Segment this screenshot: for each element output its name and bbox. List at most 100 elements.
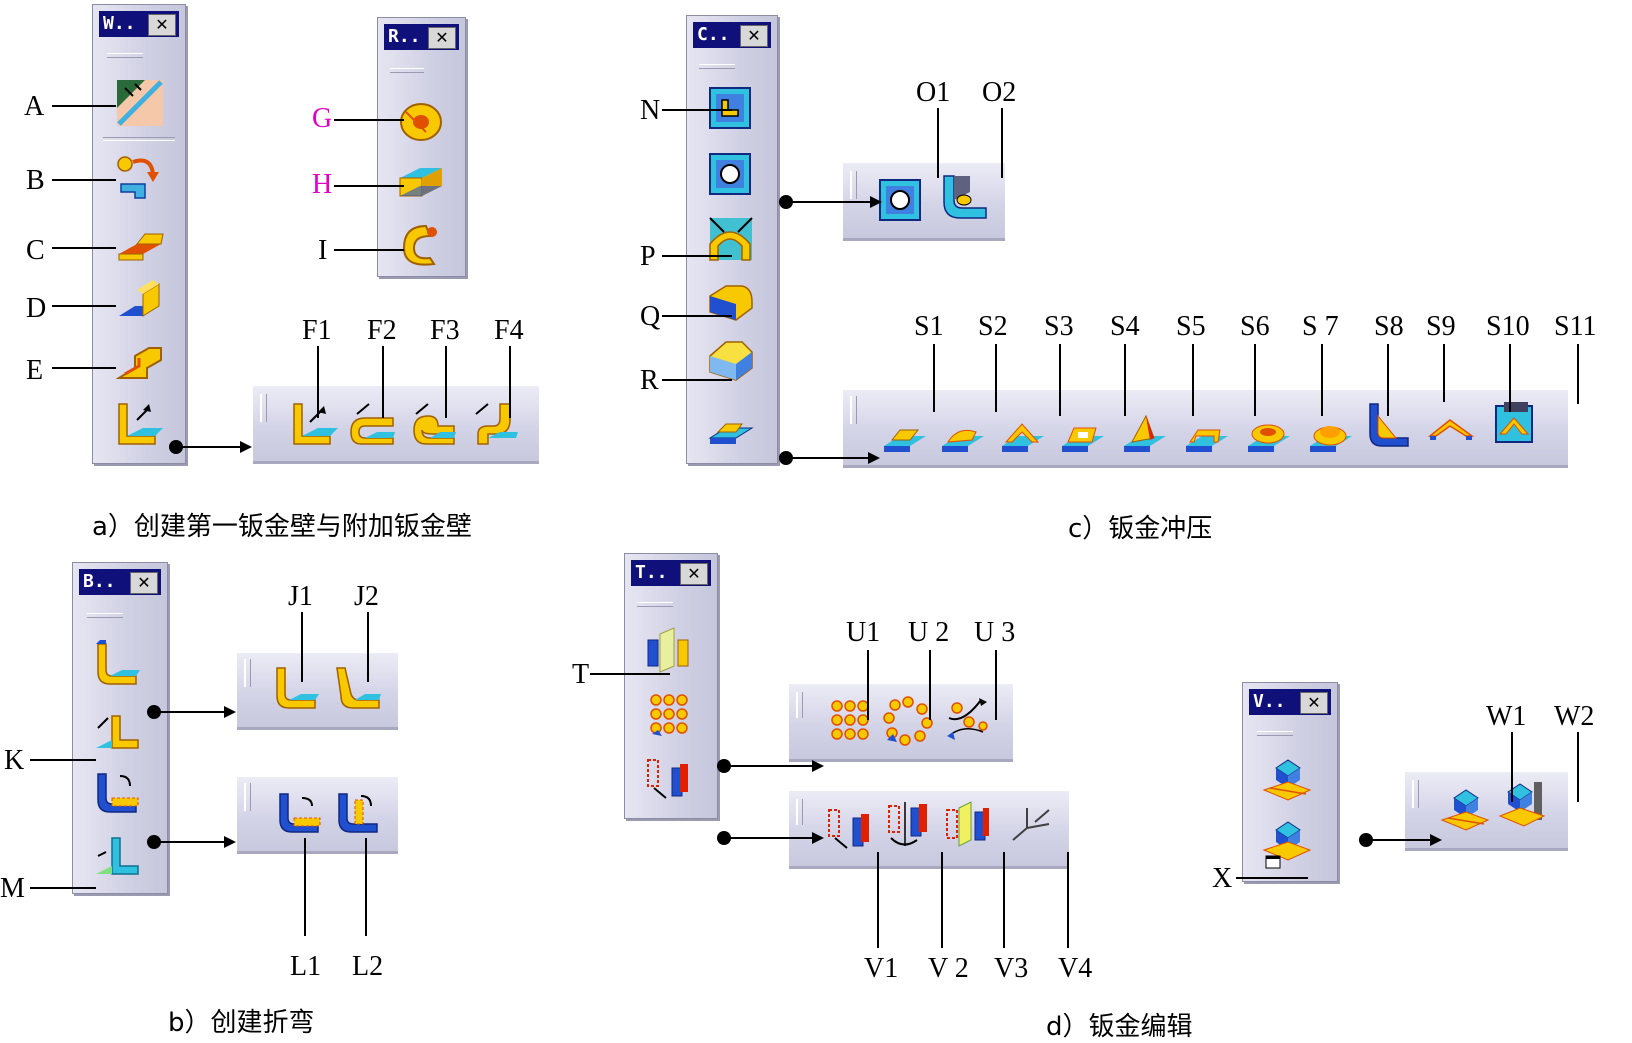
flanged-cutout-icon[interactable] — [1058, 412, 1108, 462]
multi-viewer-icon[interactable] — [1262, 820, 1312, 870]
label-S5: S5 — [1176, 311, 1206, 342]
rolled-walls-toolbar-grip[interactable] — [390, 68, 424, 73]
sketch-based-wall-icon[interactable] — [115, 78, 165, 128]
bead-icon[interactable] — [938, 412, 988, 462]
curve-stamp-icon[interactable] — [998, 412, 1048, 462]
close-icon[interactable]: ✕ — [1300, 692, 1328, 714]
extrusion-icon[interactable] — [115, 276, 165, 326]
user-stamp-icon[interactable] — [1490, 400, 1540, 450]
label-N: N — [640, 95, 661, 126]
label-C: C — [26, 235, 45, 266]
hole-icon[interactable] — [876, 176, 926, 226]
close-icon[interactable]: ✕ — [130, 572, 158, 594]
label-V1: V1 — [864, 953, 899, 984]
symmetry-icon[interactable] — [943, 800, 993, 850]
swept-flange-icon[interactable] — [470, 398, 520, 448]
stamps-icon[interactable] — [706, 404, 756, 454]
bend-icon[interactable] — [271, 664, 321, 714]
cut-out-icon[interactable] — [706, 84, 756, 134]
flange-subtoolbar-grip[interactable] — [260, 394, 267, 422]
rolled-walls-toolbar-title[interactable]: R.. ✕ — [384, 24, 459, 50]
rotation-icon[interactable] — [883, 800, 933, 850]
label-P: P — [640, 241, 656, 272]
flanged-hole-icon[interactable] — [1244, 410, 1294, 460]
label-U1: U1 — [846, 617, 881, 648]
cutting-stamping-toolbar-title-text: C.. — [697, 24, 730, 45]
bend-subtoolbar-grip[interactable] — [244, 659, 251, 687]
views-toolbar-title[interactable]: V.. ✕ — [1249, 689, 1331, 715]
corner-icon[interactable] — [706, 276, 756, 326]
walls-toolbar-title[interactable]: W.. ✕ — [99, 11, 179, 37]
label-A: A — [24, 91, 45, 122]
rolled-wall-icon[interactable] — [396, 94, 446, 144]
stamps-subtoolbar-grip[interactable] — [850, 396, 857, 424]
label-K: K — [4, 745, 25, 776]
unfolding-icon[interactable] — [92, 768, 142, 818]
caption-c: c）钣金冲压 — [1068, 514, 1213, 544]
folding-icon[interactable] — [333, 788, 383, 838]
stiffening-rib-icon[interactable] — [1364, 400, 1414, 450]
label-L1: L1 — [290, 951, 322, 982]
hole-icon[interactable] — [706, 150, 756, 200]
hem-icon[interactable] — [347, 398, 397, 448]
translation-icon[interactable] — [644, 754, 694, 804]
views-toolbar-grip[interactable] — [1257, 731, 1293, 736]
recognize-bend-icon[interactable] — [396, 218, 446, 268]
user-pattern-icon[interactable] — [943, 696, 993, 746]
fold-unfold-icon[interactable] — [1440, 784, 1490, 834]
louver-icon[interactable] — [1120, 408, 1170, 458]
unfold-subtoolbar-grip[interactable] — [244, 783, 251, 811]
bend-from-flat-icon[interactable] — [92, 706, 142, 756]
rectangular-pattern-icon[interactable] — [644, 690, 694, 740]
bend-icon[interactable] — [92, 640, 142, 690]
hole-subtoolbar-grip[interactable] — [850, 171, 857, 199]
close-icon[interactable]: ✕ — [148, 14, 176, 36]
fold-unfold-icon[interactable] — [1262, 754, 1312, 804]
flange-icon[interactable] — [115, 398, 165, 448]
label-M: M — [0, 873, 25, 904]
swept-walls-icon[interactable] — [115, 338, 165, 388]
bending-toolbar-grip[interactable] — [87, 613, 123, 618]
close-icon[interactable]: ✕ — [740, 25, 768, 47]
surface-stamp-icon[interactable] — [880, 412, 930, 462]
circular-stamp-icon[interactable] — [1306, 410, 1356, 460]
close-icon[interactable]: ✕ — [680, 563, 708, 585]
tear-drop-icon[interactable] — [408, 398, 458, 448]
label-G: G — [312, 103, 333, 134]
label-V4: V4 — [1058, 953, 1093, 984]
recognize-walls-icon[interactable] — [115, 154, 165, 204]
mirror-icon[interactable] — [644, 626, 694, 676]
axis-to-axis-icon[interactable] — [1005, 800, 1055, 850]
corner-relief-icon[interactable] — [706, 214, 756, 264]
label-S3: S3 — [1044, 311, 1074, 342]
hopper-icon[interactable] — [396, 156, 446, 206]
dowel-icon[interactable] — [1426, 404, 1476, 454]
walls-toolbar-grip[interactable] — [107, 53, 143, 58]
cutting-stamping-toolbar-title[interactable]: C.. ✕ — [693, 22, 771, 48]
wall-icon[interactable] — [115, 218, 165, 268]
conical-bend-icon[interactable] — [333, 664, 383, 714]
label-H: H — [312, 169, 333, 200]
close-icon[interactable]: ✕ — [428, 27, 456, 49]
circular-pattern-icon[interactable] — [883, 696, 933, 746]
label-S1: S1 — [914, 311, 944, 342]
flange-icon[interactable] — [290, 398, 340, 448]
transformations-toolbar-title[interactable]: T.. ✕ — [631, 560, 711, 586]
unfolding-icon[interactable] — [274, 788, 324, 838]
label-X: X — [1212, 863, 1233, 894]
walls-toolbar-title-text: W.. — [103, 13, 136, 34]
views-subtoolbar-grip[interactable] — [1412, 780, 1419, 808]
rectangular-pattern-icon[interactable] — [825, 696, 875, 746]
label-S2: S2 — [978, 311, 1008, 342]
circular-cutout-icon[interactable] — [940, 172, 990, 222]
bending-toolbar-title[interactable]: B.. ✕ — [79, 569, 161, 595]
translation-icon[interactable] — [825, 804, 875, 854]
transform-subtoolbar-grip[interactable] — [796, 799, 803, 825]
pattern-subtoolbar-grip[interactable] — [796, 692, 803, 718]
bridge-icon[interactable] — [1182, 412, 1232, 462]
transformations-toolbar-grip[interactable] — [637, 602, 673, 607]
chamfer-icon[interactable] — [706, 336, 756, 386]
multi-view-icon[interactable] — [1498, 780, 1548, 830]
cutting-stamping-toolbar-grip[interactable] — [699, 64, 735, 69]
point-or-curve-mapping-icon[interactable] — [92, 832, 142, 882]
